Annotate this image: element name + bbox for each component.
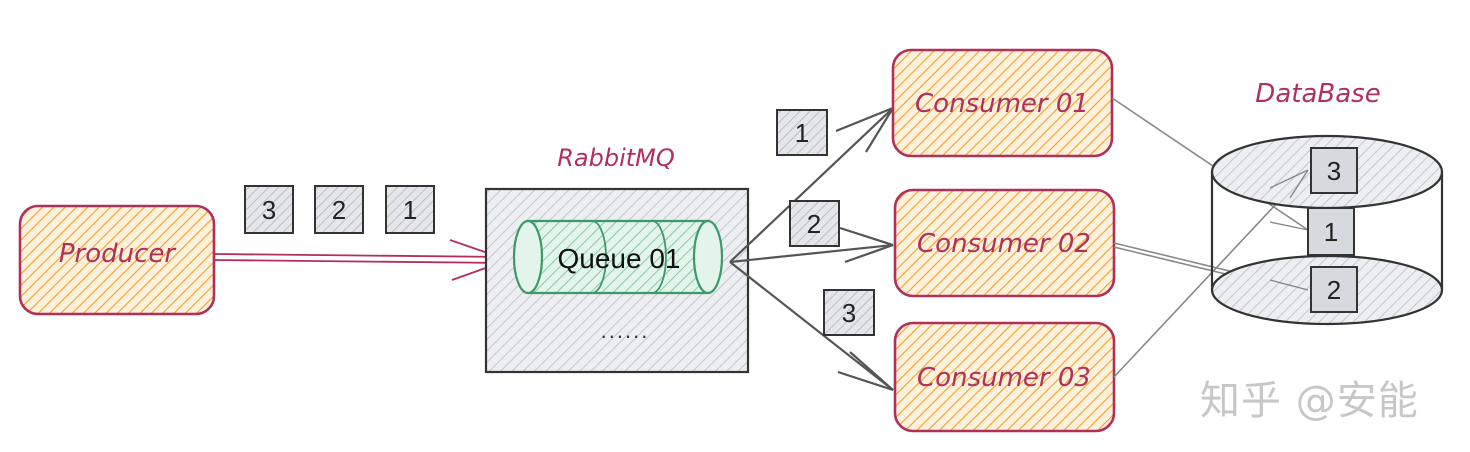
- database-title: DataBase: [1255, 79, 1380, 109]
- queue-label: Queue 01: [558, 243, 681, 274]
- svg-text:2: 2: [332, 195, 346, 225]
- consumer-01-node: Consumer 01: [891, 48, 1114, 158]
- svg-text:2: 2: [1327, 275, 1341, 305]
- producer-message-2: 2: [314, 185, 364, 234]
- queue-to-consumer-03-arrow: [729, 261, 894, 392]
- queue-cylinder: Queue 01: [512, 219, 724, 295]
- queue-to-consumer-02-arrow: [729, 226, 894, 264]
- consumer-03-message: 3: [823, 289, 875, 336]
- consumer-01-to-database-line: [1111, 97, 1309, 231]
- broker-title: RabbitMQ: [557, 144, 675, 172]
- consumer-02-node: Consumer 02: [893, 188, 1116, 298]
- database-record-1: 1: [1307, 207, 1355, 256]
- producer-label: Producer: [59, 239, 178, 269]
- consumer-01-label: Consumer 01: [915, 89, 1089, 119]
- producer-node: Producer: [18, 204, 216, 316]
- consumer-02-message: 2: [789, 200, 840, 247]
- svg-text:3: 3: [262, 195, 276, 225]
- svg-text:1: 1: [795, 118, 809, 148]
- broker-ellipsis: ......: [601, 318, 650, 343]
- producer-message-1: 1: [385, 185, 435, 234]
- consumer-03-label: Consumer 03: [917, 363, 1091, 393]
- svg-text:3: 3: [842, 298, 856, 328]
- consumer-02-label: Consumer 02: [917, 229, 1091, 259]
- producer-to-queue-arrow: [213, 239, 509, 281]
- database-record-3: 3: [1310, 147, 1358, 194]
- svg-text:3: 3: [1327, 156, 1341, 186]
- svg-text:1: 1: [403, 195, 417, 225]
- svg-text:2: 2: [807, 209, 821, 239]
- database-record-2: 2: [1310, 266, 1358, 313]
- queue-to-consumer-01-arrow: [729, 106, 894, 263]
- producer-message-3: 3: [244, 185, 294, 234]
- svg-text:1: 1: [1324, 217, 1338, 247]
- watermark-text: 知乎 @安能: [1200, 378, 1419, 424]
- consumer-03-node: Consumer 03: [893, 321, 1116, 433]
- consumer-01-message: 1: [776, 109, 828, 156]
